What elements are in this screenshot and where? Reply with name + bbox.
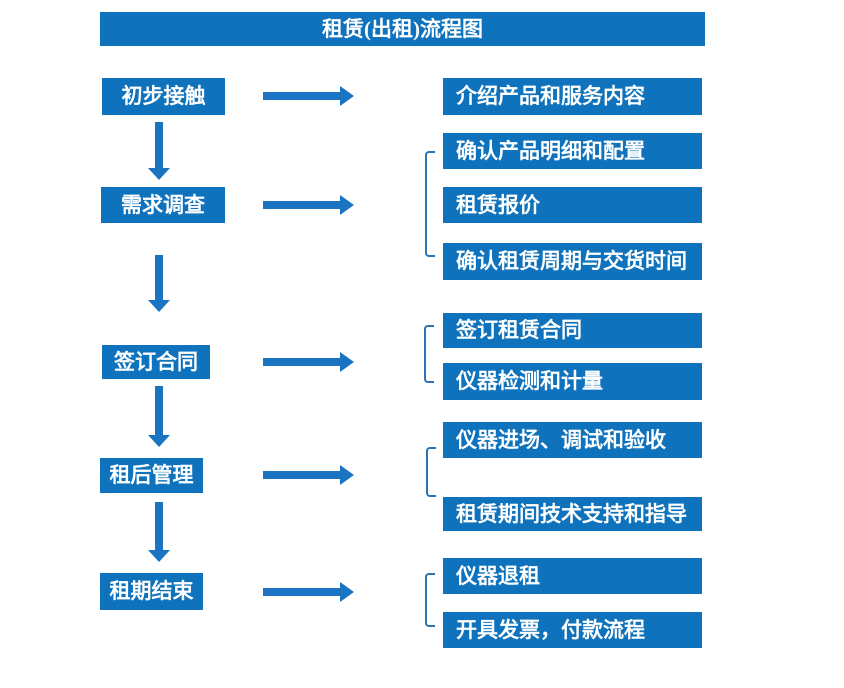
arrow-head-icon — [148, 435, 170, 447]
arrow-stem — [263, 201, 341, 209]
arrow-stem — [263, 358, 341, 366]
arrow-stem — [155, 502, 163, 550]
arrow-stem — [263, 471, 341, 479]
arrow-stem — [155, 386, 163, 435]
arrow-stem — [155, 255, 163, 300]
detail-box-rental-quote: 租赁报价 — [443, 187, 702, 223]
down-arrow-3 — [148, 386, 170, 447]
detail-box-confirm-period-delivery: 确认租赁周期与交货时间 — [443, 243, 702, 280]
detail-box-instrument-setup-acceptance: 仪器进场、调试和验收 — [443, 422, 702, 458]
down-arrow-4 — [148, 502, 170, 562]
arrow-head-icon — [340, 352, 354, 372]
step-box-rental-end: 租期结束 — [100, 573, 203, 610]
arrow-head-icon — [340, 465, 354, 485]
arrow-head-icon — [148, 300, 170, 312]
down-arrow-1 — [148, 122, 170, 180]
detail-box-introduce-products: 介绍产品和服务内容 — [443, 78, 702, 115]
bracket-row-3 — [424, 325, 434, 383]
arrow-head-icon — [340, 195, 354, 215]
arrow-head-icon — [340, 86, 354, 106]
right-arrow-1 — [263, 86, 354, 106]
arrow-stem — [263, 588, 341, 596]
detail-box-sign-rental-contract: 签订租赁合同 — [443, 313, 702, 348]
flowchart-title: 租赁(出租)流程图 — [100, 12, 705, 46]
step-box-demand-survey: 需求调查 — [101, 187, 225, 223]
arrow-head-icon — [148, 550, 170, 562]
down-arrow-2 — [148, 255, 170, 312]
arrow-head-icon — [148, 168, 170, 180]
bracket-row-4 — [426, 447, 436, 497]
arrow-head-icon — [340, 582, 354, 602]
right-arrow-2 — [263, 195, 354, 215]
right-arrow-3 — [263, 352, 354, 372]
step-box-sign-contract: 签订合同 — [102, 345, 210, 379]
arrow-stem — [263, 92, 341, 100]
bracket-row-5 — [425, 573, 435, 627]
detail-box-instrument-testing: 仪器检测和计量 — [443, 363, 702, 400]
right-arrow-4 — [263, 465, 354, 485]
step-box-post-rental-management: 租后管理 — [100, 458, 203, 493]
detail-box-confirm-product-config: 确认产品明细和配置 — [443, 133, 702, 169]
arrow-stem — [155, 122, 163, 168]
right-arrow-5 — [263, 582, 354, 602]
detail-box-technical-support: 租赁期间技术支持和指导 — [443, 497, 702, 531]
detail-box-invoice-payment: 开具发票，付款流程 — [443, 612, 702, 648]
bracket-row-2 — [425, 151, 435, 257]
detail-box-instrument-return: 仪器退租 — [443, 558, 702, 594]
step-box-initial-contact: 初步接触 — [102, 78, 225, 115]
